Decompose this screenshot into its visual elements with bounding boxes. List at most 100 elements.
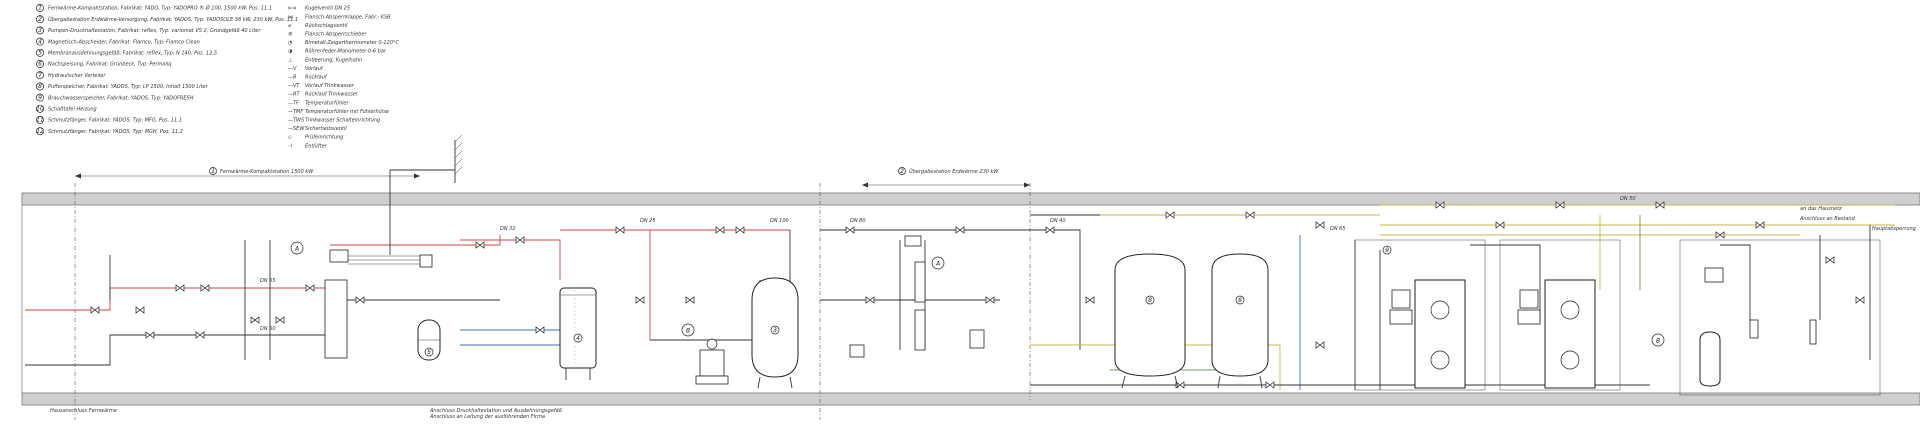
symbol-text: Flansch Absperrschieber <box>305 32 367 38</box>
valve-icon <box>535 326 545 334</box>
component-5-label: 5 <box>427 349 431 356</box>
valve-icon <box>175 284 185 292</box>
valve-icon <box>1315 221 1325 229</box>
dn-label: DN 25 <box>640 218 656 224</box>
legend-item-text: Schalttafel Heizung <box>48 107 97 113</box>
symbol-glyph: —SEW <box>288 126 305 132</box>
symbol-glyph: ◇ <box>288 135 292 141</box>
section-header-1-num: 1 <box>211 168 215 175</box>
legend-item-number: 4 <box>38 38 42 45</box>
symbol-item: ◇ Prüfeinrichtung <box>288 135 343 141</box>
valve-icon <box>1315 341 1325 349</box>
symbol-glyph: ⌀ <box>288 23 291 29</box>
water-treatment <box>1679 239 1881 396</box>
symbol-item: ⊣Entlüfter <box>288 143 328 149</box>
symbol-glyph: ⊳⊲ <box>288 6 296 12</box>
valve-icon <box>475 241 485 249</box>
component-a-1: A <box>290 241 304 255</box>
dn-label: DN 65 <box>260 278 276 284</box>
legend-item-number: 10 <box>36 106 44 113</box>
station-2-unit <box>849 235 985 358</box>
valve-icon <box>1165 211 1175 219</box>
legend-item: 3 Pumpen-Druckhaltestation, Fabrikat: ref… <box>36 26 261 35</box>
legend-item-number: 3 <box>38 27 42 34</box>
valve-icon <box>1265 381 1275 389</box>
pressure-pump-unit <box>695 338 729 385</box>
symbol-text: Temperaturfühler <box>305 100 350 106</box>
wall-hatch <box>454 134 463 183</box>
valve-icon <box>1245 211 1255 219</box>
symbol-glyph: ⊥ <box>288 57 292 63</box>
valve-icon <box>1495 221 1505 229</box>
station-1-unit <box>324 249 433 359</box>
valve-icon <box>985 296 995 304</box>
symbol-glyph: —V <box>288 66 297 72</box>
symbol-text: Prüfeinrichtung <box>305 135 343 141</box>
legend-item-text: Übergabestation Erdwärme-Versorgung, Fab… <box>48 16 298 23</box>
legend-item-text: Brauchwasserspeicher, Fabrikat: YADOS, T… <box>48 95 194 101</box>
symbol-glyph: ◔ <box>288 40 292 46</box>
valves <box>90 201 1865 389</box>
dn-label: DN 65 <box>1330 226 1346 232</box>
dn-label: DN 80 <box>850 218 866 224</box>
legend-item-number: 12 <box>36 128 44 135</box>
valve-icon <box>865 296 875 304</box>
valve-icon <box>615 226 625 234</box>
buffer-tank-2: 8 <box>1211 253 1269 389</box>
legend-item: 9 Brauchwasserspeicher, Fabrikat: YADOS, … <box>36 93 194 102</box>
symbol-text: Rückschlagventil <box>305 23 348 29</box>
symbol-text: Flansch Absperrklappe, Fabr.: KSB <box>305 14 391 20</box>
symbol-glyph: ⋈ <box>288 14 293 20</box>
valve-icon <box>200 284 210 292</box>
bottom-notes: Anschluss Druckhaltestation und Ausdehnu… <box>50 408 562 420</box>
valve-icon <box>305 284 315 292</box>
valve-icon <box>715 226 725 234</box>
magnetic-separator-4: 4 <box>559 287 597 380</box>
legend-item-number: 2 <box>38 16 42 23</box>
valve-icon <box>845 226 855 234</box>
symbol-text: Rücklauf Trinkwasser <box>305 92 359 98</box>
legend-item-text: Schmutzfänger, Fabrikat: YADOS, Typ: MFG… <box>48 118 182 124</box>
component-a-1-label: A <box>294 246 299 253</box>
symbol-item: —TF Temperaturfühler <box>288 100 350 106</box>
component-a-2: A <box>931 256 945 270</box>
note-anschluss-1: Anschluss Druckhaltestation und Ausdehnu… <box>429 408 562 414</box>
note-anschluss-2: Anschluss an Leitung der ausführenden Fi… <box>429 414 545 420</box>
symbol-item: ⊥Entleerung, Kugelhahn <box>288 57 362 63</box>
valve-icon <box>1715 231 1725 239</box>
hot-water-unit-2 <box>1499 239 1621 391</box>
legend-item-text: Hydraulischer Verteiler <box>48 73 106 79</box>
symbol-glyph: —R <box>288 75 296 81</box>
symbol-item: ⊳⊲ Kugelventil DN 25 <box>288 6 350 12</box>
symbol-text: Entlüfter <box>305 143 328 149</box>
valve-icon <box>90 306 100 314</box>
legend-item-number: 6 <box>38 61 42 68</box>
buffer-tank-1: 8 <box>1114 253 1186 389</box>
legend-item-text: Pufferspeicher, Fabrikat: YADOS, Typ: LP… <box>48 84 209 90</box>
symbol-glyph: ⊕ <box>288 32 292 38</box>
legend-item-number: 9 <box>38 94 42 101</box>
component-b-1: B <box>681 323 695 337</box>
symbol-text: Vorlauf Trinkwasser <box>305 83 355 89</box>
component-a-2-label: A <box>935 261 940 268</box>
symbol-text: Kugelventil DN 25 <box>305 6 350 12</box>
valve-icon <box>1755 221 1765 229</box>
right-notes: an das Hausnetz Anschluss an Bestand Hau… <box>1799 206 1916 232</box>
legend-item-text: Pumpen-Druckhaltestation, Fabrikat: refl… <box>48 28 261 34</box>
section-header-2-num: 2 <box>900 168 904 175</box>
symbol-glyph: —TMF <box>288 109 303 115</box>
symbol-glyph: —TF <box>288 100 299 106</box>
legend-item: 2 Übergabestation Erdwärme-Versorgung, Fa… <box>36 15 298 24</box>
